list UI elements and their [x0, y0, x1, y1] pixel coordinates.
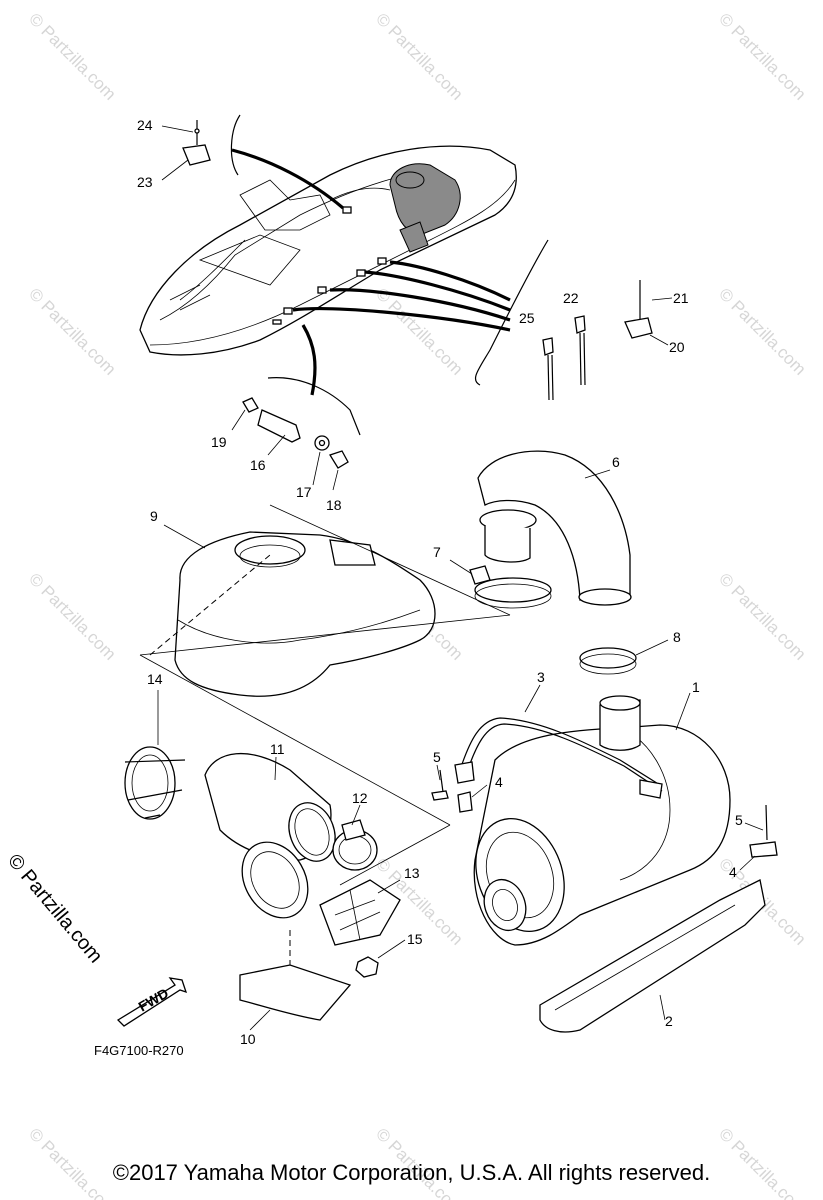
- watermark: © Partzilla.com: [25, 569, 119, 663]
- watercraft-hull: [139, 145, 517, 356]
- callout-labels: 1 2 3 4 4 5 5 6 7 8 9 10 11 12 13 14 15 …: [137, 117, 743, 1047]
- callout-10: 10: [240, 1031, 256, 1047]
- callout-8: 8: [673, 629, 681, 645]
- callout-2: 2: [665, 1013, 673, 1029]
- callout-19: 19: [211, 434, 227, 450]
- part-23-24: [161, 120, 211, 181]
- part-3-strap: [454, 684, 663, 799]
- part-13-plate: [319, 879, 401, 946]
- callout-12: 12: [352, 790, 368, 806]
- callout-22: 22: [563, 290, 579, 306]
- leader-lines: [230, 114, 549, 436]
- watermark: © Partzilla.com: [372, 9, 466, 103]
- callout-5: 5: [433, 749, 441, 765]
- callout-3: 3: [537, 669, 545, 685]
- part-1-muffler: [473, 692, 731, 946]
- fwd-arrow-icon: FWD: [116, 977, 188, 1027]
- callout-13: 13: [404, 865, 420, 881]
- part-9-water-box: [139, 504, 511, 697]
- callout-1: 1: [692, 679, 700, 695]
- callout-24: 24: [137, 117, 153, 133]
- part-6-elbow: [477, 450, 632, 606]
- watermark: © Partzilla.com: [715, 284, 809, 378]
- callout-5: 5: [735, 812, 743, 828]
- callout-18: 18: [326, 497, 342, 513]
- part-11-exhaust-pipe: [204, 752, 336, 862]
- part-15-nut: [355, 939, 406, 978]
- callout-4: 4: [495, 774, 503, 790]
- callout-6: 6: [612, 454, 620, 470]
- part-14-stud-ring: [124, 690, 186, 820]
- part-10-shield: [239, 964, 352, 1031]
- callout-25: 25: [519, 310, 535, 326]
- callout-4: 4: [729, 864, 737, 880]
- watermark: © Partzilla.com: [25, 9, 119, 103]
- callout-23: 23: [137, 174, 153, 190]
- part-20-21-22-25: [542, 280, 673, 401]
- part-16-19: [231, 397, 349, 491]
- flange-ring: [241, 841, 309, 919]
- callout-9: 9: [150, 508, 158, 524]
- watermark: © Partzilla.com: [715, 569, 809, 663]
- watermark: © Partzilla.com: [715, 9, 809, 103]
- callout-16: 16: [250, 457, 266, 473]
- part-4-5-hardware: [431, 764, 778, 871]
- callout-11: 11: [270, 741, 285, 757]
- diagram-code: F4G7100-R270: [94, 1043, 184, 1058]
- callout-15: 15: [407, 931, 423, 947]
- callout-7: 7: [433, 544, 441, 560]
- callout-20: 20: [669, 339, 685, 355]
- part-7-8-bands: [449, 559, 669, 675]
- part-2-cover: [539, 879, 766, 1033]
- watermark: © Partzilla.com: [25, 284, 119, 378]
- callout-14: 14: [147, 671, 163, 687]
- part-12-clamp: [332, 804, 378, 871]
- copyright-notice: ©2017 Yamaha Motor Corporation, U.S.A. A…: [112, 1160, 711, 1185]
- callout-17: 17: [296, 484, 312, 500]
- fwd-label: FWD: [136, 985, 172, 1015]
- callout-21: 21: [673, 290, 689, 306]
